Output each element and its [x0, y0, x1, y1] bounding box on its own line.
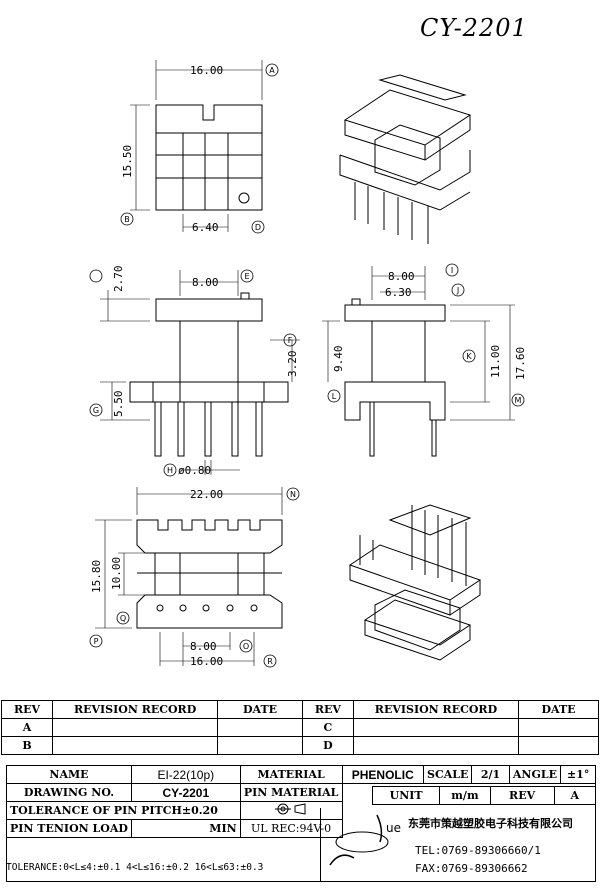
- top-view: [130, 60, 263, 232]
- rev-label: REV: [489, 786, 555, 805]
- side-view: [100, 270, 300, 475]
- date-cell: [518, 736, 599, 755]
- dim-end-h3: 17.60: [514, 347, 527, 380]
- dim-end-h2: 11.00: [489, 345, 502, 378]
- ref-r: R: [267, 657, 273, 666]
- ref-d: D: [255, 223, 261, 232]
- pin-tension-min: MIN: [130, 819, 241, 838]
- ref-g: G: [93, 406, 99, 415]
- spec-table: NAME EI-22(10p) MATERIAL PHENOLIC SCALE …: [6, 765, 596, 838]
- dim-bottom-pitch: 8.00: [190, 640, 217, 653]
- record-cell: [52, 736, 219, 755]
- name-value: EI-22(10p): [130, 765, 241, 784]
- rev-header-2: REV: [301, 700, 354, 719]
- bottom-view: [95, 487, 283, 666]
- ref-h: H: [167, 466, 173, 475]
- ref-j: J: [456, 286, 459, 295]
- dim-side-pin: 5.50: [112, 391, 125, 418]
- date-header-2: DATE: [518, 700, 599, 719]
- record-cell: [352, 718, 520, 737]
- ref-f: F: [288, 336, 293, 345]
- rev-cell: B: [0, 736, 54, 755]
- dim-end-h1: 9.40: [332, 346, 345, 373]
- date-header: DATE: [217, 700, 303, 719]
- ul-rec: UL REC:94V-0: [239, 819, 343, 838]
- dim-end-top: 8.00: [388, 270, 415, 283]
- tolerance-line: TOLERANCE:0<L≤4:±0.1 4<L≤16:±0.2 16<L≤63…: [6, 862, 264, 873]
- revision-record-header: REVISION RECORD: [52, 700, 219, 719]
- reference-markers: [89, 63, 525, 668]
- company-name: 东莞市策越塑胶电子科技有限公司: [408, 817, 573, 830]
- company-logo-icon: ue: [329, 814, 401, 866]
- unit-label: UNIT: [371, 786, 441, 805]
- ref-i: I: [451, 266, 453, 275]
- dim-bottom-h2: 10.00: [110, 557, 123, 590]
- end-view: [322, 266, 515, 457]
- dim-side-core: 3.20: [286, 351, 299, 378]
- ref-m: M: [515, 396, 522, 405]
- ref-l: L: [332, 392, 337, 401]
- iso-view-top: [339, 74, 472, 244]
- ref-b: B: [124, 215, 130, 224]
- drawing-title: CY-2201: [420, 14, 528, 42]
- scale-value: 2/1: [471, 765, 510, 784]
- dim-top-height: 15.50: [121, 145, 134, 178]
- dim-side-flange: 2.70: [112, 266, 125, 293]
- angle-value: ±1°: [560, 765, 596, 784]
- date-cell: [518, 718, 599, 737]
- pin-material-label: PIN MATERIAL: [239, 783, 343, 802]
- ref-q: Q: [120, 614, 126, 623]
- projection-symbol-icon: [275, 803, 306, 815]
- company-fax: FAX:0769-89306662: [415, 862, 528, 875]
- record-cell: [52, 718, 219, 737]
- revision-record-header-2: REVISION RECORD: [352, 700, 520, 719]
- record-cell: [352, 736, 520, 755]
- date-cell: [217, 718, 303, 737]
- rev-cell: D: [301, 736, 354, 755]
- drawing-no-value: CY-2201: [130, 783, 241, 802]
- angle-label: ANGLE: [508, 765, 562, 784]
- dim-top-pitch: 6.40: [192, 221, 219, 234]
- ref-p: P: [94, 637, 99, 646]
- ref-k: K: [466, 352, 472, 361]
- dim-top-width: 16.00: [190, 64, 223, 77]
- rev-value: A: [553, 786, 597, 805]
- rev-cell: A: [0, 718, 54, 737]
- logo-text: ue: [386, 821, 401, 835]
- name-label: NAME: [6, 765, 132, 784]
- dim-bottom-span: 16.00: [190, 655, 223, 668]
- ref-o: O: [243, 642, 249, 651]
- company-tel: TEL:0769-89306660/1: [415, 844, 541, 857]
- revision-table: REV REVISION RECORD DATE REV REVISION RE…: [0, 700, 599, 755]
- iso-view-bottom: [348, 504, 482, 661]
- ref-a: A: [269, 66, 275, 75]
- unit-value: m/m: [439, 786, 491, 805]
- unit-rev-table: UNIT m/m REV A: [371, 786, 597, 805]
- dim-bottom-width: 22.00: [190, 488, 223, 501]
- material-label: MATERIAL: [239, 765, 343, 784]
- ref-e: E: [244, 272, 249, 281]
- dim-pin-diameter: ø0.80: [178, 464, 211, 477]
- dim-side-top-width: 8.00: [192, 276, 219, 289]
- material-value: PHENOLIC: [341, 765, 425, 784]
- dim-end-core: 6.30: [385, 286, 412, 299]
- rev-header: REV: [0, 700, 54, 719]
- scale-label: SCALE: [423, 765, 473, 784]
- divider: [320, 808, 321, 882]
- date-cell: [217, 736, 303, 755]
- revision-row: A C: [0, 718, 599, 737]
- pin-tension-label: PIN TENION LOAD: [6, 819, 132, 838]
- drawing-no-label: DRAWING NO.: [6, 783, 132, 802]
- revision-row: B D: [0, 736, 599, 755]
- technical-drawing: 16.00 15.50 6.40: [89, 60, 527, 668]
- dim-bottom-h1: 15.80: [90, 560, 103, 593]
- revision-header-row: REV REVISION RECORD DATE REV REVISION RE…: [0, 700, 599, 719]
- rev-cell: C: [301, 718, 354, 737]
- pitch-tolerance: TOLERANCE OF PIN PITCH±0.20: [6, 801, 241, 820]
- ref-n: N: [290, 490, 296, 499]
